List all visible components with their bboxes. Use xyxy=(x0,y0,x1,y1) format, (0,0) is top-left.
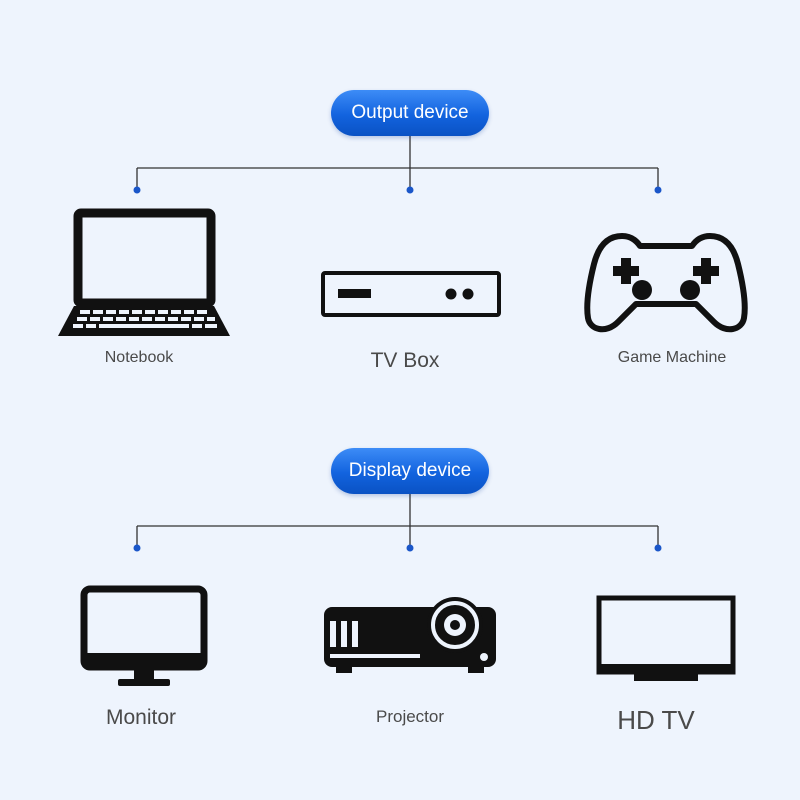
hd-tv-icon xyxy=(596,595,736,681)
connector-dot-game-machine xyxy=(654,186,662,194)
connector-dot-hd-tv xyxy=(654,544,662,552)
tv-box-icon xyxy=(321,271,501,317)
connector-dot-tv-box xyxy=(406,186,414,194)
connector-dot-notebook xyxy=(133,186,141,194)
projector-icon xyxy=(324,597,496,673)
gamepad-icon xyxy=(584,233,748,333)
device-label-hd-tv: HD TV xyxy=(617,705,695,735)
display-device-badge: Display device xyxy=(331,448,489,494)
device-label-tv-box: TV Box xyxy=(370,349,440,372)
output-device-badge: Output device xyxy=(331,90,489,136)
device-label-game-machine: Game Machine xyxy=(617,349,727,366)
device-label-notebook: Notebook xyxy=(104,349,174,366)
connector-dot-monitor xyxy=(133,544,141,552)
monitor-icon xyxy=(80,585,208,686)
connector-dot-projector xyxy=(406,544,414,552)
device-label-monitor: Monitor xyxy=(105,706,177,729)
device-label-projector: Projector xyxy=(375,707,445,726)
laptop-icon xyxy=(58,208,230,336)
